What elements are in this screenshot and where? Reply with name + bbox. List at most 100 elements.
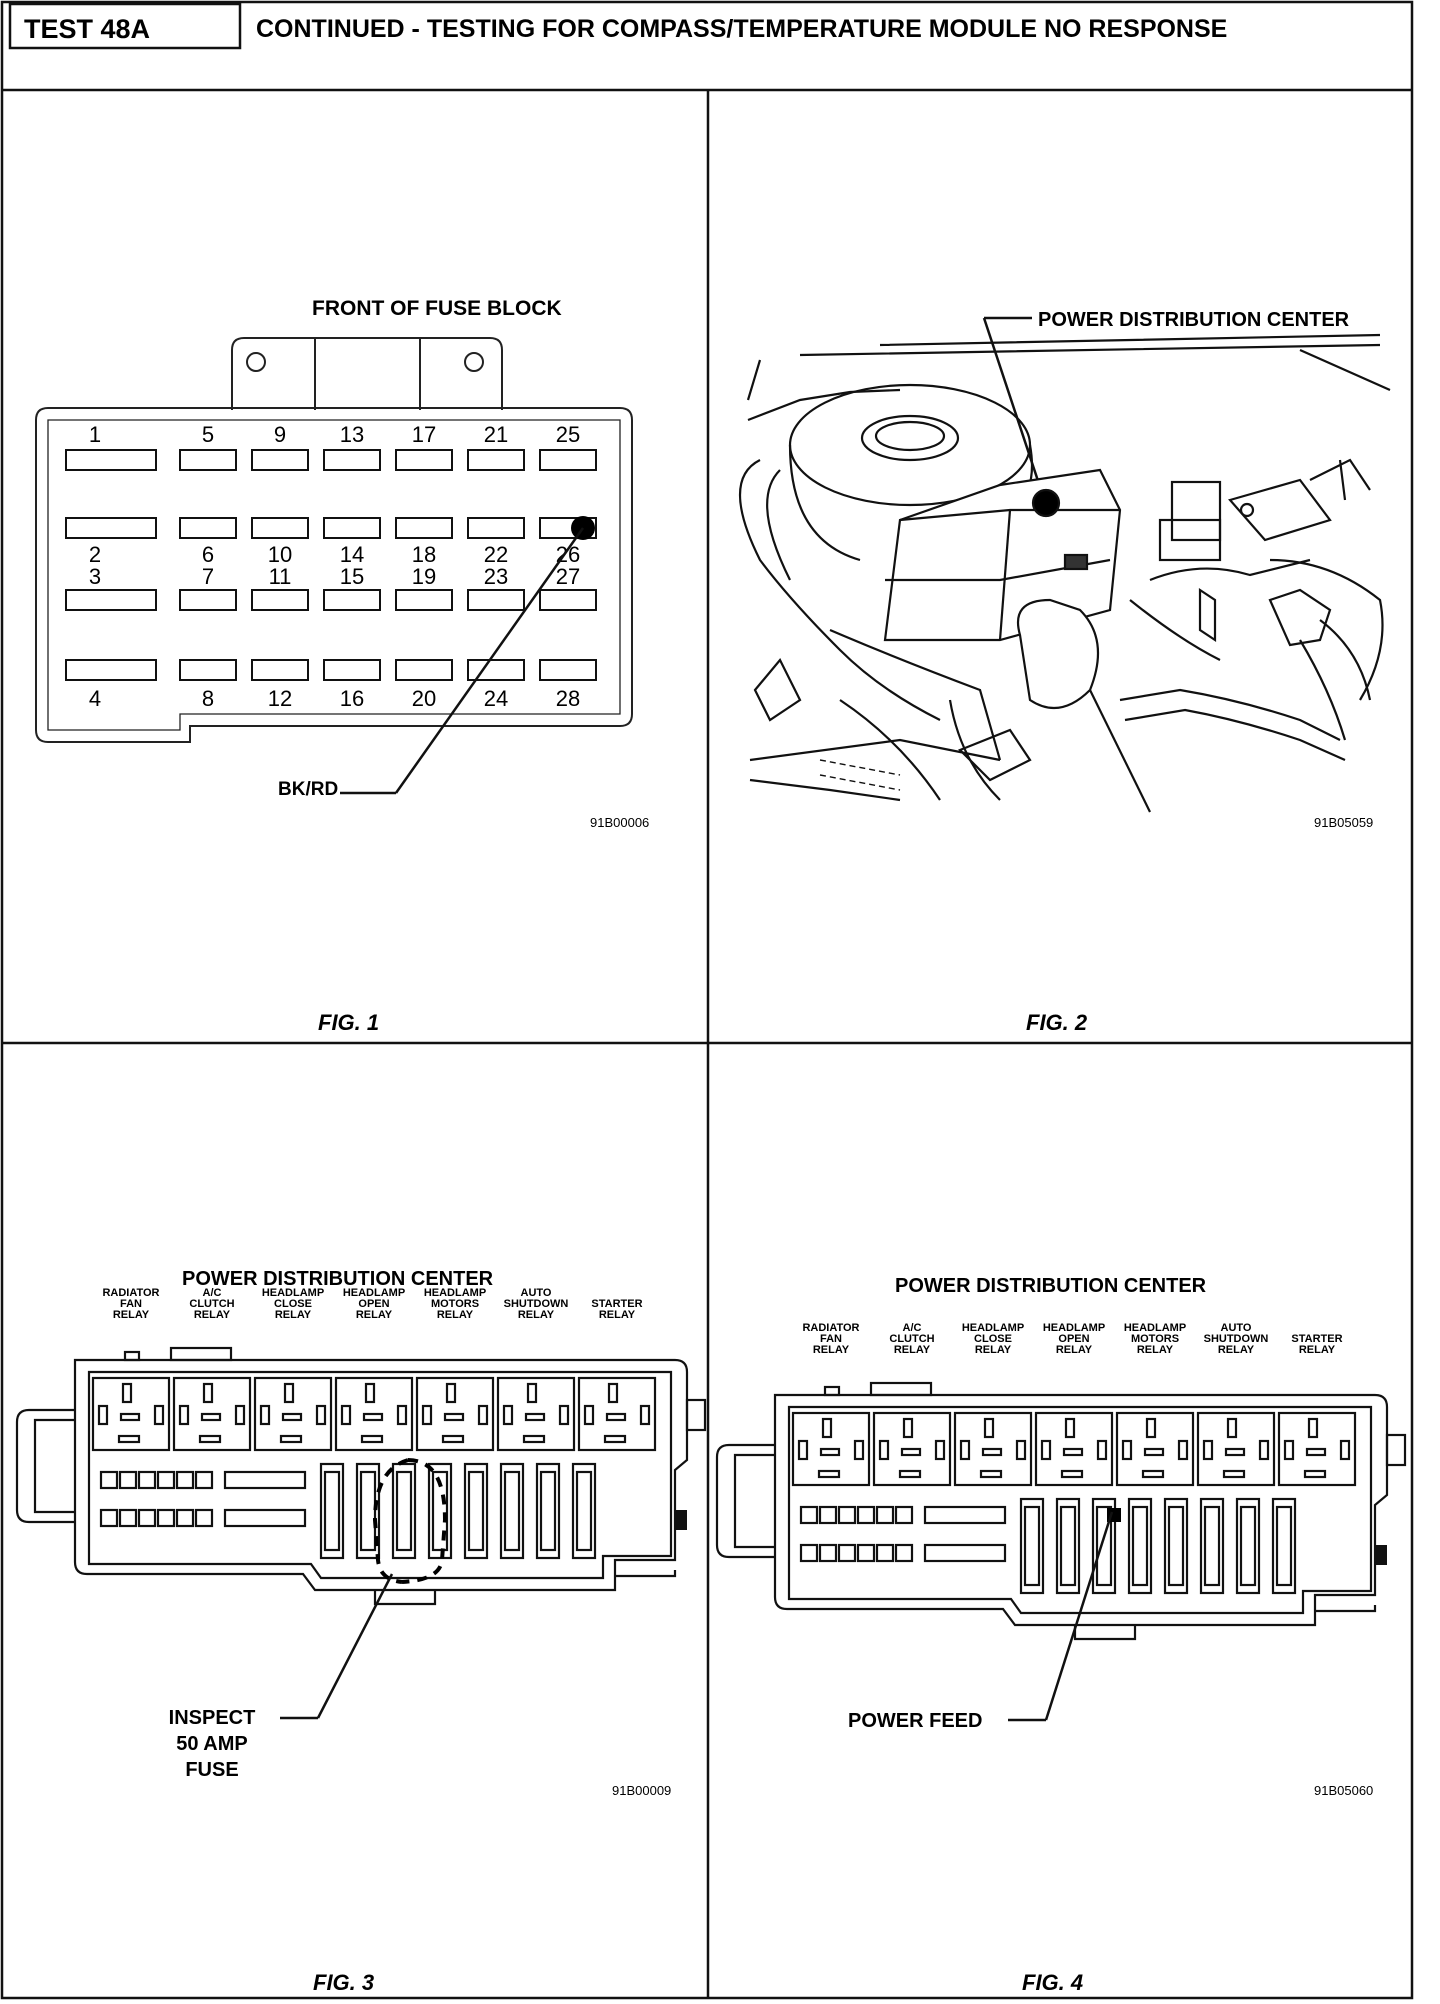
- cartridge-fuse: [1091, 1497, 1117, 1595]
- mini-fuse: [156, 1470, 176, 1490]
- pdc-leader-line: [982, 317, 1047, 503]
- mini-fuse: [818, 1543, 838, 1563]
- relay-socket: [496, 1376, 576, 1452]
- relay-label: HEADLAMP: [343, 1287, 405, 1299]
- fuse-slot: [65, 449, 157, 471]
- fig2-title: POWER DISTRIBUTION CENTER: [1038, 309, 1350, 331]
- fuse-slot: [65, 589, 157, 611]
- fuse-slot: [539, 659, 597, 681]
- mini-fuse: [856, 1505, 876, 1525]
- fuse-number: 2: [89, 542, 101, 567]
- fuse-number: 6: [202, 542, 214, 567]
- mini-fuse: [818, 1505, 838, 1525]
- fuse-slot: [65, 659, 157, 681]
- relay-socket: [1115, 1411, 1195, 1487]
- cartridge-fuse: [1019, 1497, 1045, 1595]
- relay-label: RELAY: [599, 1309, 636, 1321]
- relay-label: STARTER: [1291, 1333, 1342, 1345]
- pdc-housing: [773, 1393, 1389, 1627]
- relay-label: HEADLAMP: [1124, 1322, 1186, 1334]
- relay-label: RADIATOR: [102, 1287, 159, 1299]
- fig1-code: 91B00006: [590, 815, 649, 830]
- fuse-slot: [467, 517, 525, 539]
- relay-label: SHUTDOWN: [504, 1298, 569, 1310]
- cartridge-fuse: [1055, 1497, 1081, 1595]
- relay-label: FAN: [820, 1333, 842, 1345]
- fuse-slot: [539, 589, 597, 611]
- fig4-callout: POWER FEED: [848, 1710, 982, 1732]
- cartridge-fuse: [427, 1462, 453, 1560]
- relay-label: CLOSE: [974, 1333, 1012, 1345]
- fig1-caption: FIG. 1: [318, 1010, 379, 1035]
- page-frame: [0, 0, 1414, 2000]
- fuse-slot: [251, 659, 309, 681]
- fuse-slot: [395, 589, 453, 611]
- fuse-number: 12: [268, 686, 292, 711]
- fuse-slot: [323, 449, 381, 471]
- fig3-callout-line3: FUSE: [185, 1759, 238, 1781]
- fig3-panel: POWER DISTRIBUTION CENTER RADIATORFANREL…: [15, 1268, 707, 1995]
- relay-label: A/C: [903, 1322, 922, 1334]
- relay-label: CLOSE: [274, 1298, 312, 1310]
- engine-bay-illustration: [738, 333, 1391, 813]
- fuse-number: 5: [202, 422, 214, 447]
- header: TEST 48A CONTINUED - TESTING FOR COMPASS…: [8, 2, 1227, 50]
- fuse-number: 16: [340, 686, 364, 711]
- test-id: TEST 48A: [24, 14, 150, 44]
- relay-label: RELAY: [1299, 1344, 1336, 1356]
- mini-fuse: [799, 1505, 819, 1525]
- relay-label: HEADLAMP: [962, 1322, 1024, 1334]
- fuse-slot: [467, 589, 525, 611]
- relay-socket: [791, 1411, 871, 1487]
- fuse-slot: [251, 517, 309, 539]
- fuse-number: 10: [268, 542, 292, 567]
- fuse-number: 21: [484, 422, 508, 447]
- mini-fuse: [118, 1470, 138, 1490]
- fig4-relay-labels: RADIATORFANRELAYA/CCLUTCHRELAYHEADLAMPCL…: [802, 1322, 1342, 1356]
- cartridge-fuse: [1127, 1497, 1153, 1595]
- fig1-wire-label: BK/RD: [278, 779, 338, 800]
- fuse-slot: [395, 449, 453, 471]
- fuse-number: 8: [202, 686, 214, 711]
- fuse-number: 3: [89, 564, 101, 589]
- relay-socket: [872, 1411, 952, 1487]
- fuse-number: 24: [484, 686, 508, 711]
- cartridge-fuse: [1199, 1497, 1225, 1595]
- relay-label: RELAY: [1218, 1344, 1255, 1356]
- mount-hole-right-icon: [464, 352, 484, 372]
- relay-socket: [1277, 1411, 1357, 1487]
- relay-socket: [91, 1376, 171, 1452]
- fig3-callout-line1: INSPECT: [169, 1707, 256, 1729]
- fig1-title: FRONT OF FUSE BLOCK: [312, 297, 562, 320]
- mini-fuse: [137, 1470, 157, 1490]
- fuse-number: 7: [202, 564, 214, 589]
- fuse-slot: [179, 517, 237, 539]
- relay-label: AUTO: [521, 1287, 552, 1299]
- fig4-caption: FIG. 4: [1022, 1970, 1083, 1995]
- cartridge-fuse: [463, 1462, 489, 1560]
- fig3-callout-line2: 50 AMP: [176, 1733, 248, 1755]
- fuse-slot: [179, 449, 237, 471]
- relay-label: RELAY: [356, 1309, 393, 1321]
- fig4-code: 91B05060: [1314, 1783, 1373, 1798]
- fuse-number: 11: [269, 564, 292, 589]
- fuse-slot: [395, 659, 453, 681]
- fuse-slot: [179, 589, 237, 611]
- relay-label: SHUTDOWN: [1204, 1333, 1269, 1345]
- pdc-housing: [73, 1358, 689, 1592]
- cartridge-fuse: [571, 1462, 597, 1560]
- test-id-box: [8, 2, 242, 50]
- fuse-number: 17: [412, 422, 436, 447]
- fuse-slots: [65, 449, 597, 681]
- mini-fuse: [856, 1543, 876, 1563]
- relay-socket: [577, 1376, 657, 1452]
- relay-label: OPEN: [358, 1298, 389, 1310]
- relay-label: RELAY: [275, 1309, 312, 1321]
- cartridge-fuse: [391, 1462, 417, 1560]
- fuse-number: 15: [340, 564, 364, 589]
- relay-label: HEADLAMP: [1043, 1322, 1105, 1334]
- relay-socket: [334, 1376, 414, 1452]
- cartridge-fuse: [1163, 1497, 1189, 1595]
